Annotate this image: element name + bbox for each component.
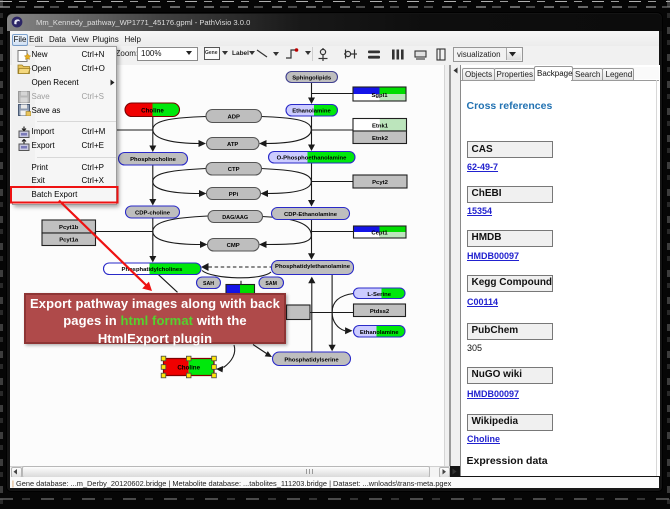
svg-text:Phosphatidylethanolamine: Phosphatidylethanolamine (275, 264, 351, 270)
svg-text:Cept1: Cept1 (371, 230, 388, 236)
svg-text:Sgpl1: Sgpl1 (371, 93, 388, 99)
svg-text:CTP: CTP (227, 167, 239, 173)
svg-text:Phosphatidylserine: Phosphatidylserine (284, 357, 339, 363)
svg-text:Phosphocholine: Phosphocholine (130, 157, 177, 163)
svg-text:O-Phosphoethanolamine: O-Phosphoethanolamine (276, 156, 346, 162)
svg-text:L-Serine: L-Serine (367, 292, 391, 298)
svg-text:Choline: Choline (141, 107, 164, 114)
svg-text:Etnk1: Etnk1 (371, 123, 388, 129)
svg-text:DAG/AAG: DAG/AAG (222, 215, 248, 221)
svg-text:Ptdss2: Ptdss2 (369, 309, 389, 315)
svg-text:SAM: SAM (265, 281, 277, 287)
svg-text:SAH: SAH (203, 281, 214, 287)
svg-text:CDP-choline: CDP-choline (134, 211, 170, 217)
svg-text:ADP: ADP (227, 115, 240, 121)
svg-text:Pcyt2: Pcyt2 (372, 180, 388, 186)
svg-text:Pcyt1b: Pcyt1b (59, 225, 79, 231)
svg-text:Sphingolipids: Sphingolipids (292, 76, 332, 82)
svg-text:CMP: CMP (226, 243, 239, 249)
svg-text:Ethanolamine: Ethanolamine (359, 330, 398, 336)
svg-text:Pcyt1a: Pcyt1a (59, 238, 79, 244)
svg-text:Choline: Choline (177, 365, 200, 372)
svg-text:CDP-Ethanolamine: CDP-Ethanolamine (283, 212, 337, 218)
svg-text:PPi: PPi (228, 192, 238, 198)
svg-text:Ethanolamine: Ethanolamine (292, 109, 331, 115)
svg-text:ATP: ATP (227, 142, 238, 148)
svg-text:Etnk2: Etnk2 (371, 136, 388, 142)
svg-text:Phosphatidylcholines: Phosphatidylcholines (121, 267, 183, 273)
